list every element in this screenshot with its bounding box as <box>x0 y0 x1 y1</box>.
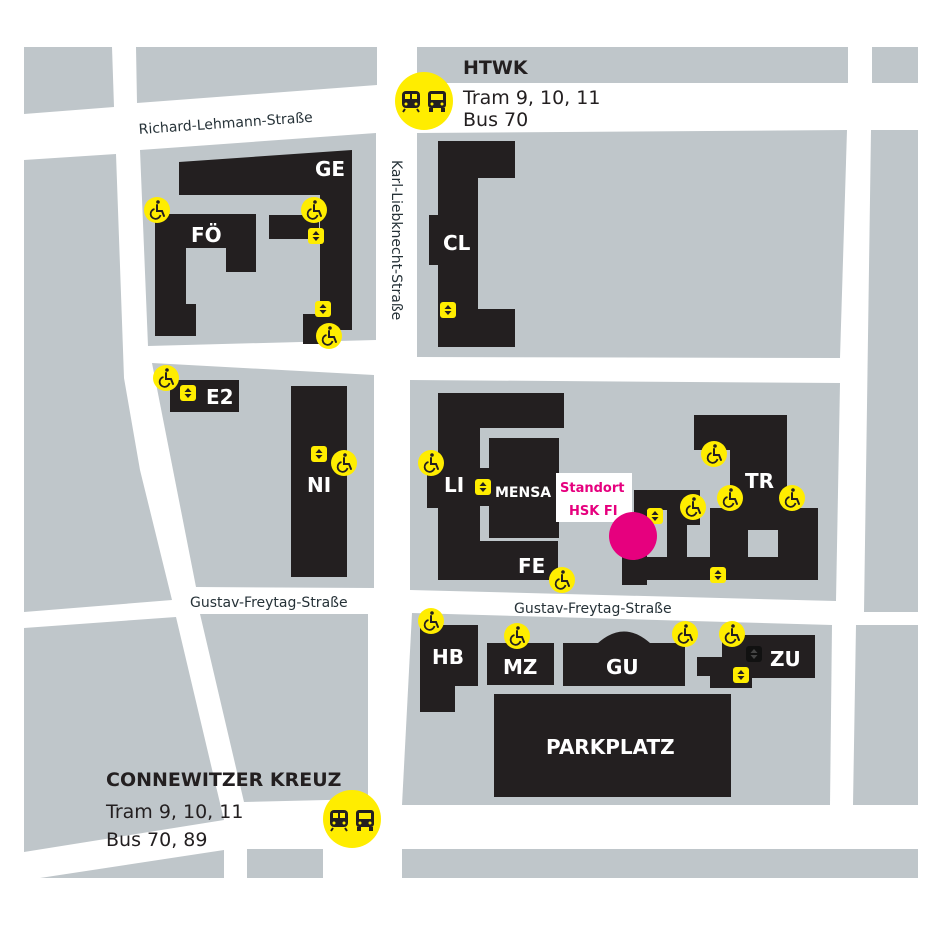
wheelchair-access-icon <box>503 622 531 650</box>
wheelchair-access-icon <box>679 493 707 521</box>
wheelchair-access-icon <box>315 322 343 350</box>
street-label-richard-lehmann: Richard-Lehmann-Straße <box>138 110 313 138</box>
wheelchair-access-icon <box>778 484 806 512</box>
building-label-e2[interactable]: E2 <box>206 385 234 409</box>
street-label-gustav-freytag-east: Gustav-Freytag-Straße <box>514 601 672 617</box>
wheelchair-access-icon <box>671 620 699 648</box>
elevator-icon <box>440 302 456 318</box>
transit-stop-badge <box>395 72 453 130</box>
transit-stop-badge <box>323 790 381 848</box>
wheelchair-access-icon <box>700 440 728 468</box>
building-label-li[interactable]: LI <box>444 473 464 497</box>
street-label-gustav-freytag-west: Gustav-Freytag-Straße <box>190 595 348 611</box>
elevator-icon <box>475 479 491 495</box>
transit-stop-connewitzer-kreuz[interactable]: CONNEWITZER KREUZ Tram 9, 10, 11 Bus 70,… <box>105 769 381 851</box>
building-label-cl[interactable]: CL <box>443 231 471 255</box>
building-label-mz[interactable]: MZ <box>503 655 537 679</box>
building-label-gu[interactable]: GU <box>606 655 639 679</box>
wheelchair-access-icon <box>716 484 744 512</box>
location-pin-icon[interactable] <box>609 512 657 560</box>
elevator-icon <box>733 667 749 683</box>
elevator-icon <box>311 446 327 462</box>
wheelchair-access-icon <box>152 364 180 392</box>
elevator-icon <box>180 385 196 401</box>
transit-stop-line: Bus 70 <box>463 109 528 131</box>
elevator-icon <box>308 228 324 244</box>
building-label-zu[interactable]: ZU <box>770 647 801 671</box>
wheelchair-access-icon <box>417 607 445 635</box>
wheelchair-access-icon <box>143 196 171 224</box>
wheelchair-access-icon <box>548 566 576 594</box>
building-label-hb[interactable]: HB <box>432 645 464 669</box>
buildings <box>155 141 818 797</box>
transit-stop-line: Tram 9, 10, 11 <box>105 801 243 823</box>
transit-stop-htwk[interactable]: HTWK Tram 9, 10, 11 Bus 70 <box>395 57 600 131</box>
wheelchair-access-icon <box>330 449 358 477</box>
building-label-tr[interactable]: TR <box>745 469 774 493</box>
wheelchair-access-icon <box>417 449 445 477</box>
building-label-fo[interactable]: FÖ <box>191 223 222 247</box>
elevator-icon <box>710 567 726 583</box>
elevator-icon <box>315 301 331 317</box>
transit-stop-line: Tram 9, 10, 11 <box>462 87 600 109</box>
elevator-icon <box>746 646 762 662</box>
transit-stop-line: Bus 70, 89 <box>106 829 207 851</box>
location-marker[interactable]: Standort HSK FI <box>556 473 657 560</box>
wheelchair-access-icon <box>300 196 328 224</box>
location-marker-line1: Standort <box>560 481 624 496</box>
building-label-parkplatz[interactable]: PARKPLATZ <box>546 735 675 759</box>
location-marker-line2: HSK FI <box>569 504 618 519</box>
transit-stop-name: HTWK <box>463 57 529 79</box>
location-marker-label-box <box>556 473 632 522</box>
street-label-karl-liebknecht: Karl-Liebknecht-Straße <box>388 160 404 320</box>
building-labels: GE FÖ CL E2 NI LI MENSA FE TR HB MZ GU Z… <box>191 157 801 759</box>
transit-stop-name: CONNEWITZER KREUZ <box>106 769 341 791</box>
building-label-fe[interactable]: FE <box>518 554 545 578</box>
building-label-mensa[interactable]: MENSA <box>495 485 551 501</box>
building-label-ni[interactable]: NI <box>307 473 331 497</box>
wheelchair-access-icon <box>718 620 746 648</box>
building-label-ge[interactable]: GE <box>315 157 345 181</box>
